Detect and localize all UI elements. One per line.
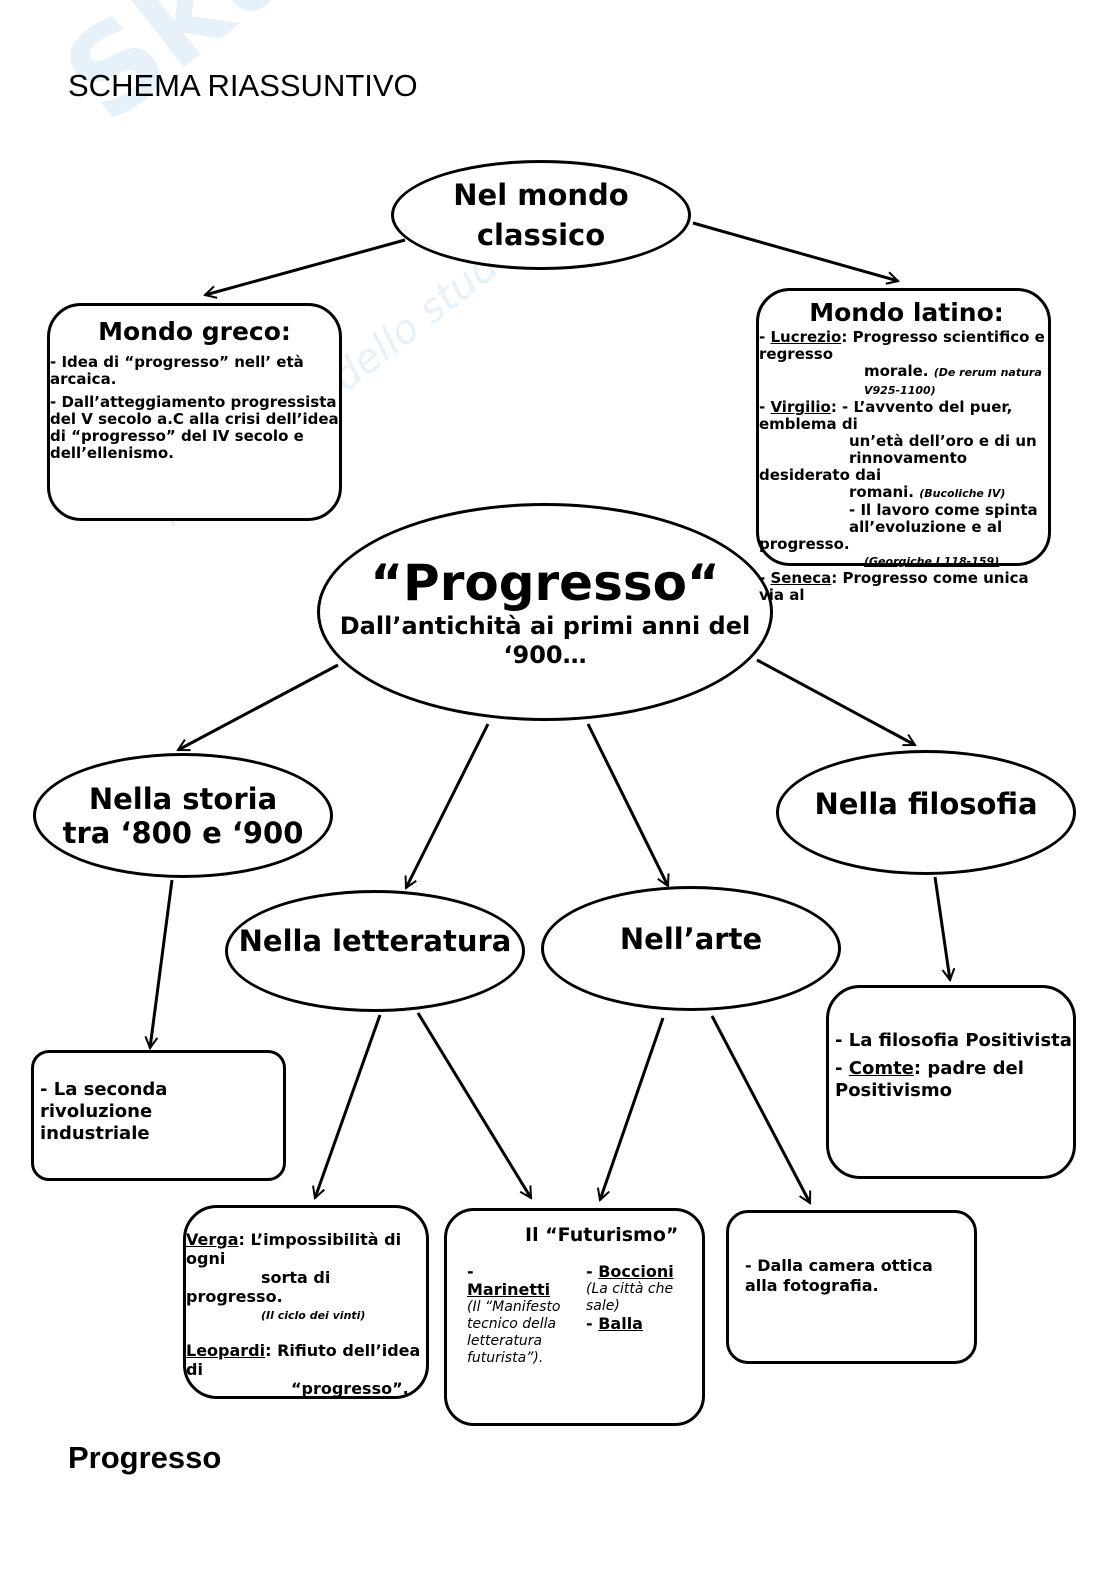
author-lucrezio: Lucrezio xyxy=(770,328,842,346)
text: desiderato dai xyxy=(759,466,882,484)
arrow-center-letteratura xyxy=(406,723,490,888)
arrow-center-arte xyxy=(586,723,668,886)
arrow-center-storia xyxy=(178,663,339,752)
reference: (De rerum natura V925-1100) xyxy=(864,366,1042,397)
list-item: - Dall’atteggiamento progressista del V … xyxy=(50,393,339,462)
node-nell-arte: Nell’arte xyxy=(541,886,841,1011)
arrow-letteratura-futurismo xyxy=(416,1012,533,1198)
box-heading: Mondo latino: xyxy=(809,298,1004,327)
author-virgilio: Virgilio xyxy=(770,398,831,416)
box-heading: Mondo greco: xyxy=(98,317,291,346)
arrow-storia-box xyxy=(150,879,174,1048)
arrow-filosofia-box xyxy=(933,876,950,980)
text: : Progresso scientifico e regresso xyxy=(759,328,1045,363)
text: - Dalla camera ottica alla fotografia. xyxy=(745,1256,933,1295)
arrow-arte-camera xyxy=(710,1015,812,1203)
box-mondo-greco: Mondo greco: - Idea di “progresso” nell’… xyxy=(47,303,342,521)
box-rivoluzione-industriale: - La seconda rivoluzione industriale xyxy=(31,1050,286,1181)
text: progresso. xyxy=(759,535,850,553)
arrow-classico-latino xyxy=(692,221,898,281)
author-boccioni: Boccioni xyxy=(598,1262,674,1281)
text: : - L’avvento del puer, emblema di xyxy=(759,398,1013,433)
text: : Rifiuto dell’idea di xyxy=(186,1341,421,1379)
node-label: tra ‘800 e ‘900 xyxy=(62,815,304,850)
author-comte: Comte xyxy=(848,1058,914,1079)
box-positivismo: - La filosofia Positivista - Comte: padr… xyxy=(826,985,1076,1179)
text: - Il lavoro come spinta all’evoluzione e… xyxy=(849,501,1038,536)
page-title: SCHEMA RIASSUNTIVO xyxy=(68,68,418,103)
node-label: Nell’arte xyxy=(619,921,763,956)
node-label: classico xyxy=(476,218,606,252)
node-label: Nella storia xyxy=(88,781,278,816)
list-item: - Idea di “progresso” nell’ età arcaica. xyxy=(50,353,304,388)
node-progresso-center: “Progresso“ Dall’antichità ai primi anni… xyxy=(317,503,773,721)
text: : L’impossibilità di ogni xyxy=(186,1230,402,1268)
center-title: “Progresso“ xyxy=(370,554,720,612)
text: morale. xyxy=(864,362,929,380)
text: romani. xyxy=(849,483,914,501)
footer-title: Progresso xyxy=(68,1440,222,1475)
arrow-letteratura-verga xyxy=(315,1014,382,1198)
box-verga-leopardi: Verga: L’impossibilità di ogni sorta di … xyxy=(183,1205,429,1399)
text: : Progresso come unica via al xyxy=(759,569,1029,604)
text: “progresso”. xyxy=(291,1379,409,1398)
box-mondo-latino: Mondo latino: - Lucrezio: Progresso scie… xyxy=(756,288,1051,604)
reference: (Il ciclo dei vinti) xyxy=(261,1309,366,1322)
arrow-center-filosofia xyxy=(756,658,915,747)
author-balla: Balla xyxy=(598,1314,643,1333)
text: sorta di xyxy=(261,1268,331,1287)
text: : padre del Positivismo xyxy=(835,1058,1024,1101)
arrow-arte-futurismo xyxy=(600,1017,665,1200)
node-label: Nel mondo xyxy=(453,178,629,212)
reference: (Georgiche I 118-159) xyxy=(864,555,1000,568)
center-subtitle: Dall’antichità ai primi anni del ‘900… xyxy=(339,612,751,669)
author-marinetti: Marinetti xyxy=(467,1280,551,1299)
reference: (Il “Manifesto tecnico della letteratura… xyxy=(467,1299,561,1366)
text: progresso. xyxy=(186,1287,283,1306)
reference: (La città che sale) xyxy=(586,1281,674,1314)
list-item: - La filosofia Positivista xyxy=(835,1030,1072,1051)
node-mondo-classico: Nel mondo classico xyxy=(391,160,691,270)
node-label: Nella filosofia xyxy=(814,786,1038,821)
node-nella-storia: Nella storia tra ‘800 e ‘900 xyxy=(33,753,333,878)
box-futurismo: Il “Futurismo” - Marinetti (Il “Manifest… xyxy=(444,1208,705,1426)
text: - La seconda rivoluzione industriale xyxy=(40,1079,168,1144)
author-verga: Verga xyxy=(186,1230,239,1249)
node-label: Nella letteratura xyxy=(238,924,512,958)
node-nella-filosofia: Nella filosofia xyxy=(776,750,1076,875)
author-seneca: Seneca xyxy=(770,569,832,587)
author-leopardi: Leopardi xyxy=(186,1341,266,1360)
box-heading: Il “Futurismo” xyxy=(525,1224,679,1246)
arrow-classico-greco xyxy=(205,238,406,295)
reference: (Bucoliche IV) xyxy=(919,487,1006,500)
box-fotografia: - Dalla camera ottica alla fotografia. xyxy=(726,1210,977,1364)
text: un’età dell’oro e di un rinnovamento xyxy=(849,432,1037,467)
node-nella-letteratura: Nella letteratura xyxy=(225,890,525,1012)
